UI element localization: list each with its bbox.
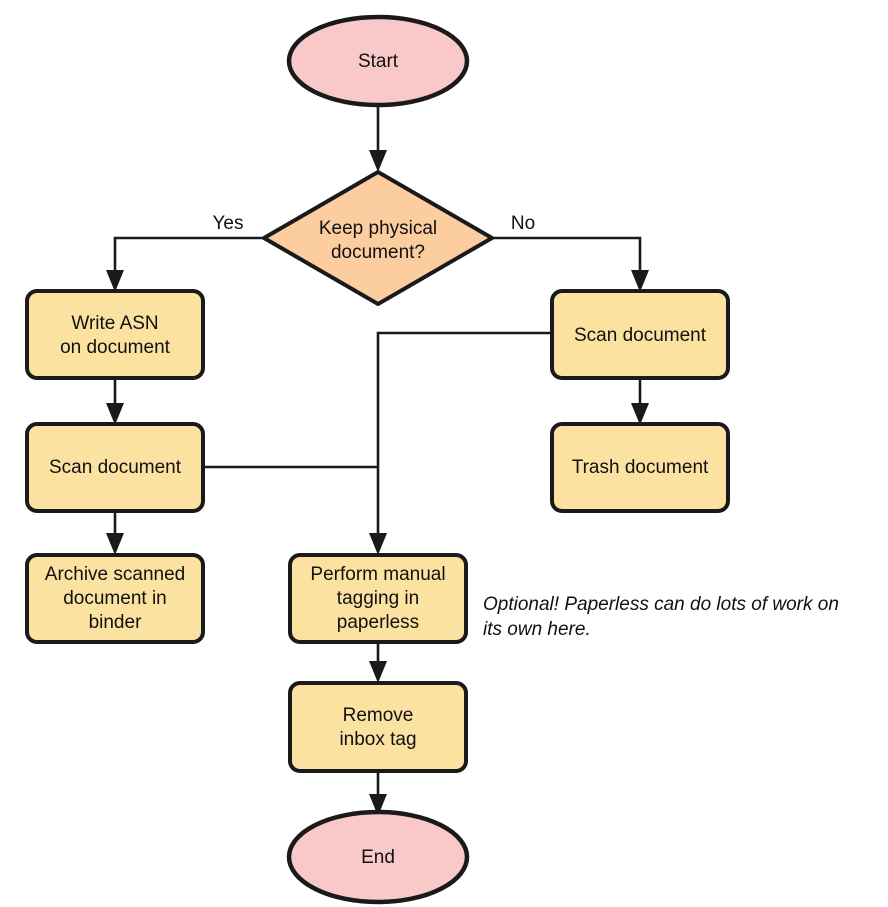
edge-label-no: No — [511, 213, 535, 234]
node-decision-label-line1: Keep physical — [319, 218, 437, 239]
edge-writeasn-to-scanleft — [106, 378, 124, 425]
edge-label-yes: Yes — [213, 213, 244, 234]
node-scan-document-left[interactable]: Scan document — [25, 422, 205, 513]
node-archive-label-line1: Archive scanned — [45, 564, 185, 585]
arrowhead-icon — [369, 150, 387, 172]
node-remove-inbox-tag-label-line2: inbox tag — [339, 729, 416, 750]
node-end-label: End — [361, 847, 395, 868]
node-archive-document[interactable]: Archive scanned document in binder — [25, 553, 205, 644]
node-start-label: Start — [358, 51, 399, 72]
arrowhead-icon — [369, 661, 387, 683]
node-manual-tagging-label-line1: Perform manual — [310, 564, 445, 585]
node-write-asn-label-line1: Write ASN — [71, 313, 158, 334]
node-trash-document[interactable]: Trash document — [550, 422, 730, 513]
arrowhead-icon — [631, 270, 649, 292]
node-end[interactable]: End — [286, 809, 470, 905]
node-remove-inbox-tag-label-line1: Remove — [343, 705, 414, 726]
edge-removetag-to-end — [369, 771, 387, 816]
arrowhead-icon — [369, 533, 387, 555]
node-decision-label-line2: document? — [331, 242, 425, 263]
node-scan-document-left-label: Scan document — [49, 457, 182, 478]
edge-tagging-to-removetag — [369, 642, 387, 683]
annotation-note: Optional! Paperless can do lots of work … — [483, 594, 839, 640]
node-trash-document-label: Trash document — [572, 457, 709, 478]
arrowhead-icon — [631, 403, 649, 425]
arrowhead-icon — [106, 270, 124, 292]
arrowhead-icon — [106, 533, 124, 555]
arrowhead-icon — [106, 403, 124, 425]
node-remove-inbox-tag[interactable]: Remove inbox tag — [288, 681, 468, 773]
node-manual-tagging-label-line3: paperless — [337, 612, 419, 633]
node-archive-label-line2: document in — [63, 588, 167, 609]
edge-scanleft-to-archive — [106, 511, 124, 555]
edge-start-to-decision — [369, 104, 387, 172]
edge-decision-yes: Yes — [106, 213, 264, 292]
node-scan-document-right-label: Scan document — [574, 325, 707, 346]
node-scan-document-right[interactable]: Scan document — [550, 289, 730, 380]
node-start[interactable]: Start — [286, 14, 470, 108]
node-write-asn[interactable]: Write ASN on document — [25, 289, 205, 380]
node-decision-keep-physical-document[interactable]: Keep physical document? — [262, 170, 494, 306]
node-manual-tagging[interactable]: Perform manual tagging in paperless — [288, 553, 468, 644]
annotation-note-line1: Optional! Paperless can do lots of work … — [483, 594, 839, 615]
node-write-asn-label-line2: on document — [60, 337, 171, 358]
edge-scanright-to-tagging — [369, 331, 552, 555]
node-manual-tagging-label-line2: tagging in — [337, 588, 419, 609]
edge-decision-no: No — [492, 213, 649, 292]
annotation-note-line2: its own here. — [483, 619, 591, 640]
edge-scanright-to-trash — [631, 378, 649, 425]
arrowhead-icon — [369, 794, 387, 816]
node-archive-label-line3: binder — [89, 612, 142, 633]
